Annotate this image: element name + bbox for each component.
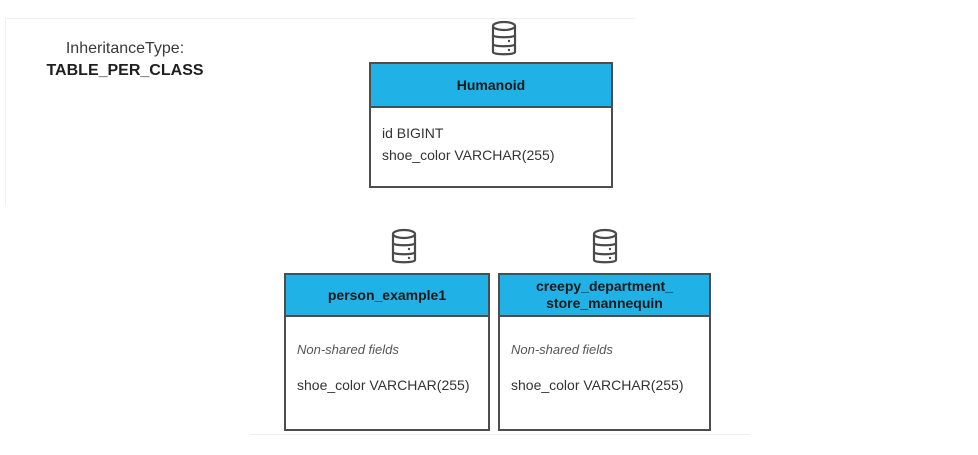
humanoid-table-name: Humanoid xyxy=(456,76,526,93)
database-icon xyxy=(592,228,618,264)
person-example1-table-name: person_example1 xyxy=(327,286,447,303)
humanoid-table[interactable]: Humanoid id BIGINT shoe_color VARCHAR(25… xyxy=(369,62,613,188)
person-example1-table-header: person_example1 xyxy=(286,275,488,317)
creepy-department-store-mannequin-table[interactable]: creepy_department_ store_mannequin Non-s… xyxy=(498,273,711,431)
person-example1-table-body: Non-shared fields shoe_color VARCHAR(255… xyxy=(286,317,488,393)
inheritance-type-label: InheritanceType: TABLE_PER_CLASS xyxy=(40,38,210,82)
inheritance-type-value: TABLE_PER_CLASS xyxy=(46,62,204,79)
humanoid-table-body: id BIGINT shoe_color VARCHAR(255) xyxy=(371,108,611,166)
field-id: id BIGINT xyxy=(382,125,444,141)
field-shoe-color: shoe_color VARCHAR(255) xyxy=(382,147,555,163)
background-divider xyxy=(250,434,750,435)
background-divider xyxy=(5,18,635,19)
mannequin-table-name-line2: store_mannequin xyxy=(546,295,663,311)
creepy-department-store-mannequin-table-header: creepy_department_ store_mannequin xyxy=(500,275,709,317)
database-icon xyxy=(491,20,517,56)
person-example1-table[interactable]: person_example1 Non-shared fields shoe_c… xyxy=(284,273,490,431)
background-divider xyxy=(5,18,6,206)
humanoid-table-header: Humanoid xyxy=(371,64,611,108)
non-shared-fields-note: Non-shared fields xyxy=(297,342,399,357)
database-icon xyxy=(391,228,417,264)
mannequin-table-name-line1: creepy_department_ xyxy=(536,278,673,294)
inheritance-type-caption: InheritanceType: xyxy=(65,40,185,57)
non-shared-fields-note: Non-shared fields xyxy=(511,342,613,357)
creepy-department-store-mannequin-table-body: Non-shared fields shoe_color VARCHAR(255… xyxy=(500,317,709,393)
field-shoe-color: shoe_color VARCHAR(255) xyxy=(297,377,470,393)
field-shoe-color: shoe_color VARCHAR(255) xyxy=(511,377,684,393)
